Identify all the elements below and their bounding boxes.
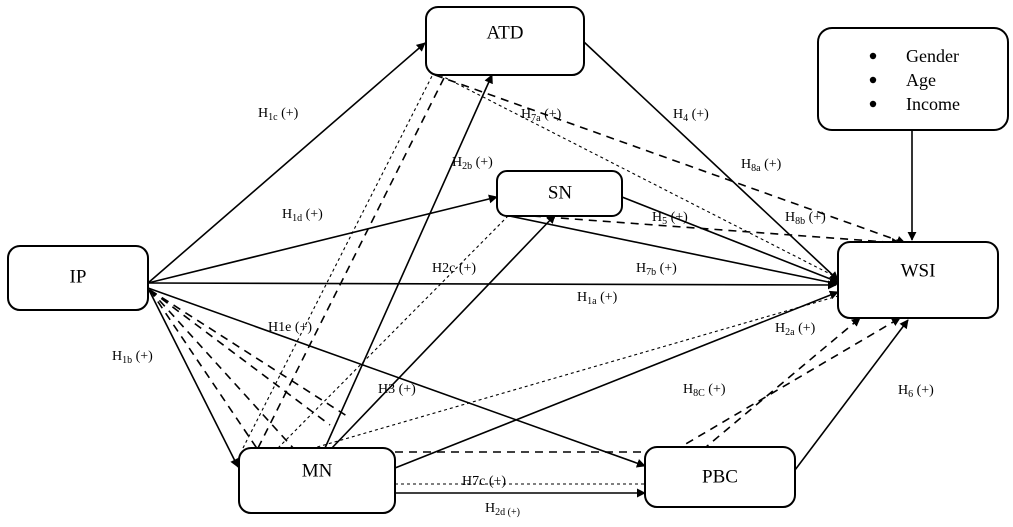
label-h4: H4 (+): [673, 107, 709, 124]
node-atd: ATD: [425, 6, 585, 76]
node-sn-label: SN: [548, 182, 573, 203]
label-h6: H6 (+): [898, 383, 934, 400]
edge-sn-wsi-dashed: [504, 213, 901, 247]
edge-labels: H1c (+) H1d (+) H1a (+) H1e (+) H1b (+) …: [112, 106, 934, 518]
edge-pbc-wsi: [794, 319, 909, 471]
label-h1c: H1c (+): [258, 106, 299, 123]
edge-mn-atd: [324, 74, 493, 449]
node-sn: SN: [496, 170, 623, 217]
bullet-icon: [869, 76, 877, 84]
node-pbc-label: PBC: [702, 466, 738, 487]
label-h2a: H2a (+): [775, 321, 816, 338]
label-h7c: H7c (+): [462, 474, 506, 489]
edge-mn-wsi: [394, 290, 839, 469]
label-h2c: H2c (+): [432, 261, 476, 276]
edge-atd-wsi: [583, 41, 839, 281]
edge-mn-pbc-dashed: [395, 317, 861, 453]
edge-mn-sn-dotted: [277, 213, 511, 449]
node-pbc-box: [644, 446, 796, 508]
label-h8b: H8b (+): [785, 210, 826, 227]
label-h8a: H8a (+): [741, 157, 782, 174]
edge-ip-sn: [147, 194, 498, 284]
label-h7a: H7a (+): [521, 107, 562, 124]
node-mn: MN: [238, 447, 396, 514]
node-atd-box: [425, 6, 585, 76]
edge-sn-wsi: [621, 196, 839, 284]
label-h7b: H7b (+): [636, 261, 677, 278]
node-mn-box: [238, 447, 396, 514]
label-h1e: H1e (+): [268, 320, 312, 335]
controls-box: Gender Age Income: [817, 27, 1009, 131]
edge-ip-mn: [147, 287, 239, 468]
label-h3: H3 (+): [378, 382, 416, 397]
node-atd-label: ATD: [487, 22, 524, 43]
label-h2b: H2b (+): [452, 155, 493, 172]
edge-mn-wsi-dotted: [299, 295, 839, 453]
node-ip-box: [7, 245, 149, 311]
edge-pbc-wsi-dashed: [649, 317, 901, 466]
control-item-gender: Gender: [906, 46, 959, 66]
bullet-icon: [869, 100, 877, 108]
edge-ip-mn-dashed-2: [149, 289, 296, 451]
edge-atd-wsi-dotted: [439, 74, 839, 279]
node-mn-label: MN: [302, 460, 333, 481]
node-sn-box: [496, 170, 623, 217]
label-h1d: H1d (+): [282, 207, 323, 224]
edge-sn-wsi-2: [499, 213, 839, 287]
control-item-income: Income: [906, 94, 960, 114]
label-h5: H5 (+): [652, 210, 688, 227]
edge-ip-wsi: [147, 280, 837, 290]
node-wsi: WSI: [837, 241, 999, 319]
label-h1b: H1b (+): [112, 349, 153, 366]
node-wsi-label: WSI: [901, 260, 936, 281]
control-item-age: Age: [906, 70, 936, 90]
bullet-icon: [869, 52, 877, 60]
label-h8c: H8C (+): [683, 382, 726, 399]
label-h1a: H1a (+): [577, 290, 618, 307]
node-ip-label: IP: [70, 266, 87, 287]
label-h2d: H2d (+): [485, 501, 520, 518]
node-pbc: PBC: [644, 446, 796, 508]
edge-ip-mn-dashed-4: [149, 289, 351, 419]
controls-box-rect: [817, 27, 1009, 131]
edge-mn-atd-dashed: [257, 75, 446, 449]
node-wsi-box: [837, 241, 999, 319]
edge-ip-atd: [147, 42, 426, 284]
edge-ip-mn-dashed-3: [149, 289, 331, 426]
edge-ip-mn-dashed-1: [149, 289, 259, 451]
edges: [147, 41, 917, 498]
edge-ip-pbc: [147, 287, 646, 468]
edge-mn-sn: [329, 214, 556, 451]
node-ip: IP: [7, 245, 149, 311]
